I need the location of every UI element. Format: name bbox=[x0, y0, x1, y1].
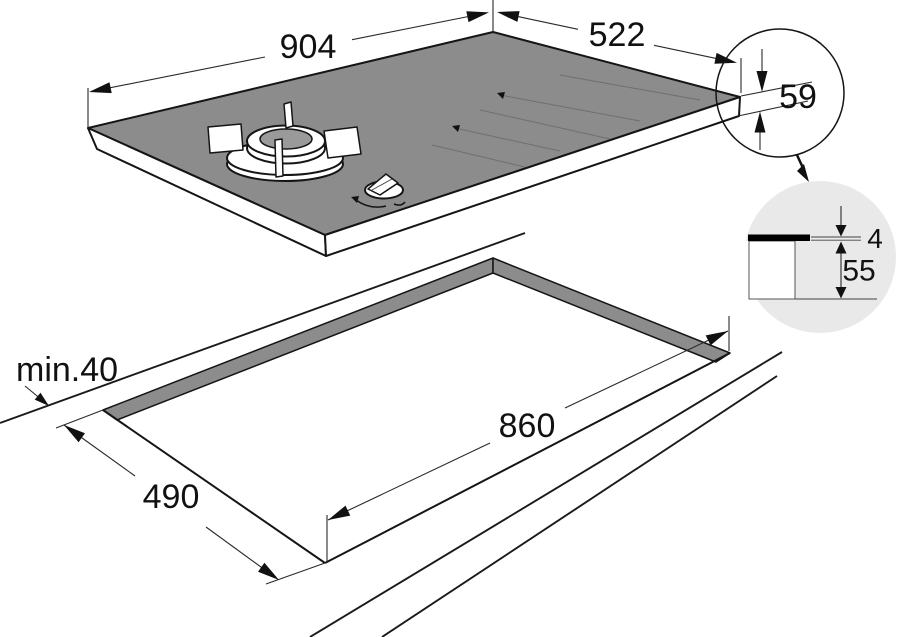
hob-width-label: 904 bbox=[280, 28, 337, 66]
induction-zone-lines bbox=[431, 74, 701, 168]
callout-pointer-line bbox=[795, 154, 805, 169]
dim-min40: min.40 bbox=[16, 351, 118, 406]
dimension-line bbox=[517, 16, 579, 30]
zone-line bbox=[499, 94, 641, 122]
dim-904: 904 bbox=[87, 0, 494, 127]
extension-line bbox=[265, 562, 326, 585]
zone-line bbox=[479, 109, 611, 140]
dim-arrowhead bbox=[328, 505, 351, 520]
dimension-line bbox=[351, 12, 487, 41]
dimension-line bbox=[90, 56, 266, 93]
burner-ring-hole bbox=[259, 128, 313, 150]
glass-section-bar bbox=[748, 234, 810, 241]
callout-pointer-icon bbox=[797, 164, 809, 182]
under-counter-depth-label: 55 bbox=[842, 255, 875, 288]
dimension-line bbox=[564, 330, 729, 409]
dim-arrowhead bbox=[835, 225, 847, 237]
cutout-wall-left bbox=[102, 257, 494, 421]
hob-depth-label: 522 bbox=[589, 16, 646, 54]
extension-line bbox=[737, 100, 809, 117]
callout-circle bbox=[715, 28, 845, 158]
support-blade-front bbox=[274, 138, 284, 178]
cutout-wall-right bbox=[492, 257, 731, 363]
dim-arrowhead bbox=[89, 82, 112, 94]
pan-support-left bbox=[207, 123, 244, 154]
dim-arrowhead bbox=[258, 562, 279, 580]
knob-ridge bbox=[371, 178, 393, 191]
zone-line bbox=[559, 74, 701, 101]
hob-perspective-view: 904 522 59 bbox=[87, 0, 845, 257]
dim-arrowhead bbox=[754, 111, 766, 133]
hob-height-label: 59 bbox=[779, 78, 817, 116]
support-blade-back bbox=[283, 101, 294, 129]
control-knob bbox=[351, 173, 406, 208]
cutout-width-label: 860 bbox=[499, 407, 556, 445]
knob-handle bbox=[367, 173, 399, 196]
dimension-line bbox=[327, 442, 491, 521]
knob-rotate-mark bbox=[355, 199, 387, 208]
dim-860: 860 bbox=[326, 316, 730, 561]
dim-arrowhead bbox=[756, 71, 768, 92]
extension-line bbox=[740, 81, 813, 97]
worktop-cutout-view: min.40 490 860 bbox=[0, 232, 783, 637]
extension-line bbox=[55, 409, 104, 429]
cutout-depth-label: 490 bbox=[143, 478, 200, 516]
zone-tick-icon bbox=[497, 92, 505, 99]
cutout-front-left-edge bbox=[102, 409, 326, 564]
zone-line bbox=[454, 127, 561, 152]
dim-59: 59 bbox=[715, 28, 845, 182]
wok-burner bbox=[207, 101, 362, 182]
leader-arrowhead bbox=[34, 392, 49, 406]
dim-arrowhead bbox=[705, 331, 728, 346]
zone-line bbox=[431, 144, 526, 168]
dimension-line bbox=[653, 44, 717, 59]
worktop-front-edge-top bbox=[309, 351, 783, 637]
dim-arrowhead bbox=[835, 287, 847, 299]
knob-rotate-mark bbox=[393, 201, 406, 206]
worktop-front-edge-bottom bbox=[381, 375, 778, 637]
dim-arrowhead bbox=[497, 11, 520, 22]
dim-522: 522 bbox=[497, 11, 742, 93]
glass-thickness-label: 4 bbox=[867, 223, 883, 254]
dim-arrowhead bbox=[64, 425, 85, 443]
dim-arrowhead bbox=[835, 241, 847, 254]
cutout-front-right-edge bbox=[324, 352, 731, 564]
zone-tick-icon bbox=[452, 125, 460, 132]
dim-490: 490 bbox=[55, 409, 326, 585]
pan-support-right bbox=[323, 126, 362, 159]
worktop-section bbox=[748, 240, 796, 300]
dim-arrowhead bbox=[466, 11, 489, 23]
edge-detail-view: 4 55 bbox=[736, 181, 896, 333]
worktop-back-edge bbox=[0, 232, 526, 424]
front-clearance-label: min.40 bbox=[16, 351, 118, 389]
rotate-arrow-icon bbox=[351, 196, 359, 203]
